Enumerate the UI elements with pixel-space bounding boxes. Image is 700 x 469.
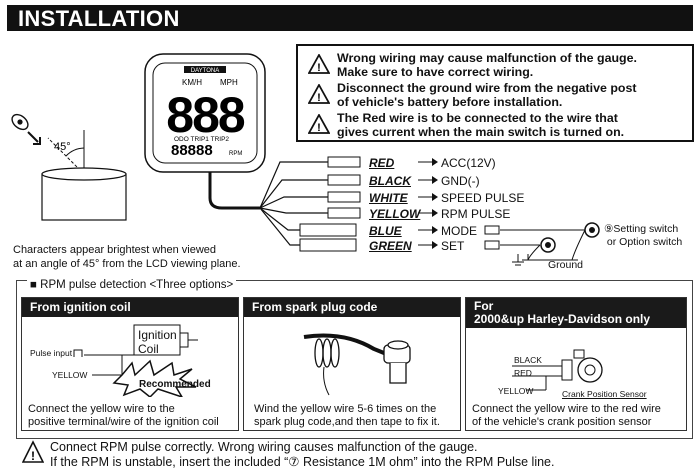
- spark-plug-illustration: [303, 333, 411, 396]
- page-title: INSTALLATION: [18, 6, 180, 31]
- panel-ignition-coil: From ignition coil Ignition Coil Pulse i…: [21, 297, 239, 431]
- gauge-sub-digits: 88888: [171, 142, 213, 159]
- wire-function-red: ACC(12V): [441, 156, 496, 170]
- ground-label: Ground: [548, 259, 584, 271]
- panel-caption: Wind the yellow wire 5-6 times on the sp…: [254, 403, 440, 428]
- page-header: INSTALLATION: [7, 5, 693, 31]
- ground-icon: [522, 254, 578, 261]
- wire-function-blue: MODE: [441, 224, 477, 238]
- black-label: BLACK: [514, 355, 542, 365]
- gauge-side-view: [41, 167, 127, 221]
- gauge-sub-labels: ODO TRIP1 TRIP2: [174, 136, 229, 143]
- footer-line-2: If the RPM is unstable, insert the inclu…: [50, 455, 555, 469]
- viewing-caption: Characters appear brightest when viewed …: [13, 244, 241, 270]
- svg-text:!: !: [31, 449, 35, 463]
- panel-heading: From ignition coil: [22, 298, 238, 317]
- gauge-unit-mph: MPH: [220, 78, 238, 87]
- eye-icon: [11, 113, 29, 131]
- switch-note: ⑨Setting switch or Option switch: [604, 223, 683, 248]
- wire-name-red: RED: [369, 156, 395, 170]
- panel-caption: Connect the yellow wire to the red wire …: [472, 403, 661, 428]
- red-label: RED: [514, 368, 532, 378]
- wire-name-green: GREEN: [369, 239, 412, 253]
- gauge-unit-kmh: KM/H: [182, 78, 202, 87]
- warning-text: Wrong wiring may cause malfunction of th…: [337, 51, 637, 79]
- panel-spark-plug: From spark plug code Wind the yellow wir…: [243, 297, 461, 431]
- gauge-speed-digits: 888: [166, 87, 245, 143]
- wire-name-yellow: YELLOW: [369, 207, 421, 221]
- coil-label: Ignition Coil: [138, 328, 177, 356]
- wire-name-blue: BLUE: [369, 224, 402, 238]
- recommended-burst-icon: [112, 359, 197, 397]
- wire-function-white: SPEED PULSE: [441, 191, 525, 205]
- warning-text: The Red wire is to be connected to the w…: [337, 111, 625, 139]
- panel-heading: From spark plug code: [244, 298, 460, 317]
- gauge-illustration: DAYTONA KM/H MPH 888 ODO TRIP1 TRIP2 888…: [144, 53, 266, 173]
- svg-text:!: !: [317, 62, 321, 74]
- svg-text:!: !: [317, 92, 321, 104]
- warning-icon: !: [308, 54, 330, 74]
- wire-function-green: SET: [441, 239, 465, 253]
- wiring-harness: [208, 156, 600, 266]
- panel-heading: For 2000&up Harley-Davidson only: [466, 298, 686, 328]
- crank-sensor-label: Crank Position Sensor: [562, 389, 647, 399]
- warning-icon: !: [308, 84, 330, 104]
- gauge-brand: DAYTONA: [191, 68, 219, 74]
- wire-function-black: GND(-): [441, 174, 480, 188]
- warning-icon: !: [22, 440, 44, 463]
- viewing-angle-diagram: 45°: [11, 113, 127, 221]
- yellow-label: YELLOW: [52, 370, 88, 380]
- panel-harley-davidson: For 2000&up Harley-Davidson only BLACK R…: [465, 297, 687, 431]
- rpm-section-title: ■ RPM pulse detection <Three options>: [27, 279, 237, 291]
- gauge-rpm-label: RPM: [229, 151, 242, 157]
- recommended-badge: Recommended: [139, 379, 211, 390]
- wire-name-black: BLACK: [369, 174, 411, 188]
- footer-line-1: Connect RPM pulse correctly. Wrong wirin…: [50, 440, 478, 454]
- wire-name-white: WHITE: [369, 191, 408, 205]
- panel-caption: Connect the yellow wire to the positive …: [28, 403, 219, 428]
- warning-box: ! Wrong wiring may cause malfunction of …: [296, 44, 694, 142]
- rpm-detection-section: ■ RPM pulse detection <Three options> Fr…: [16, 279, 693, 439]
- warning-text: Disconnect the ground wire from the nega…: [337, 81, 637, 109]
- wire-function-yellow: RPM PULSE: [441, 207, 511, 221]
- angle-label: 45°: [54, 141, 71, 153]
- svg-text:!: !: [317, 122, 321, 134]
- yellow-label: YELLOW: [498, 386, 534, 396]
- warning-icon: !: [308, 114, 330, 134]
- pulse-input-label: Pulse input: [30, 348, 73, 358]
